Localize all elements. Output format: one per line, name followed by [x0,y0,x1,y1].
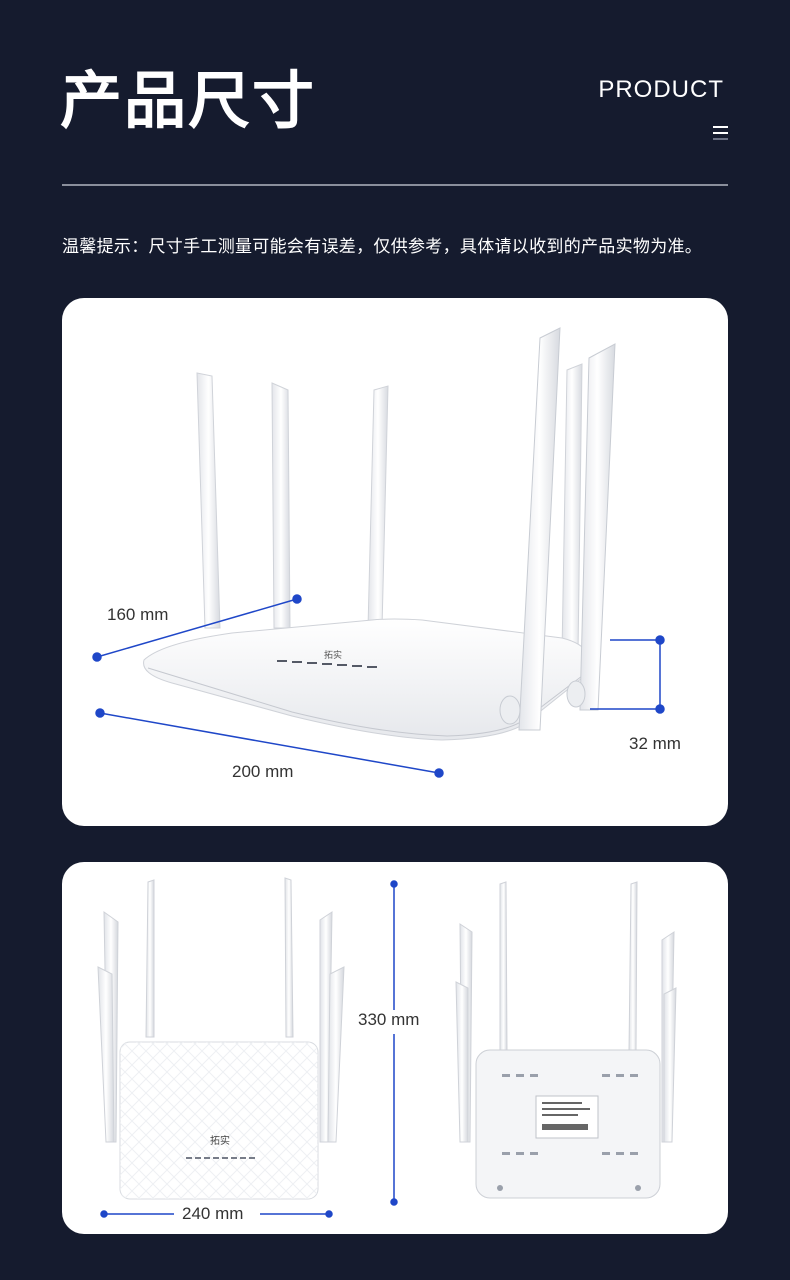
router-front-back-image: 拓实 [97,877,677,1218]
router-front-brand-label: 拓实 [210,1134,230,1147]
perspective-view-card: 拓实 160 mm 200 mm 32 mm [62,298,728,826]
header-divider [62,184,728,186]
router-perspective-image: 拓实 [92,327,665,778]
height-dimension-label: 32 mm [629,734,681,753]
notice-text: 温馨提示：尺寸手工测量可能会有误差，仅供参考，具体请以收到的产品实物为准。 [62,237,703,257]
total-height-dimension-label: 330 mm [358,1010,420,1029]
page-subtitle: PRODUCT [598,76,724,103]
width-dimension-label: 240 mm [182,1204,244,1223]
menu-icon [713,126,728,144]
front-back-view-card: 拓实 [62,862,728,1234]
page-title: 产品尺寸 [60,64,317,137]
depth-dimension-label: 160 mm [107,605,169,624]
front-width-dimension-label: 200 mm [232,762,294,781]
router-brand-label: 拓实 [324,649,342,660]
